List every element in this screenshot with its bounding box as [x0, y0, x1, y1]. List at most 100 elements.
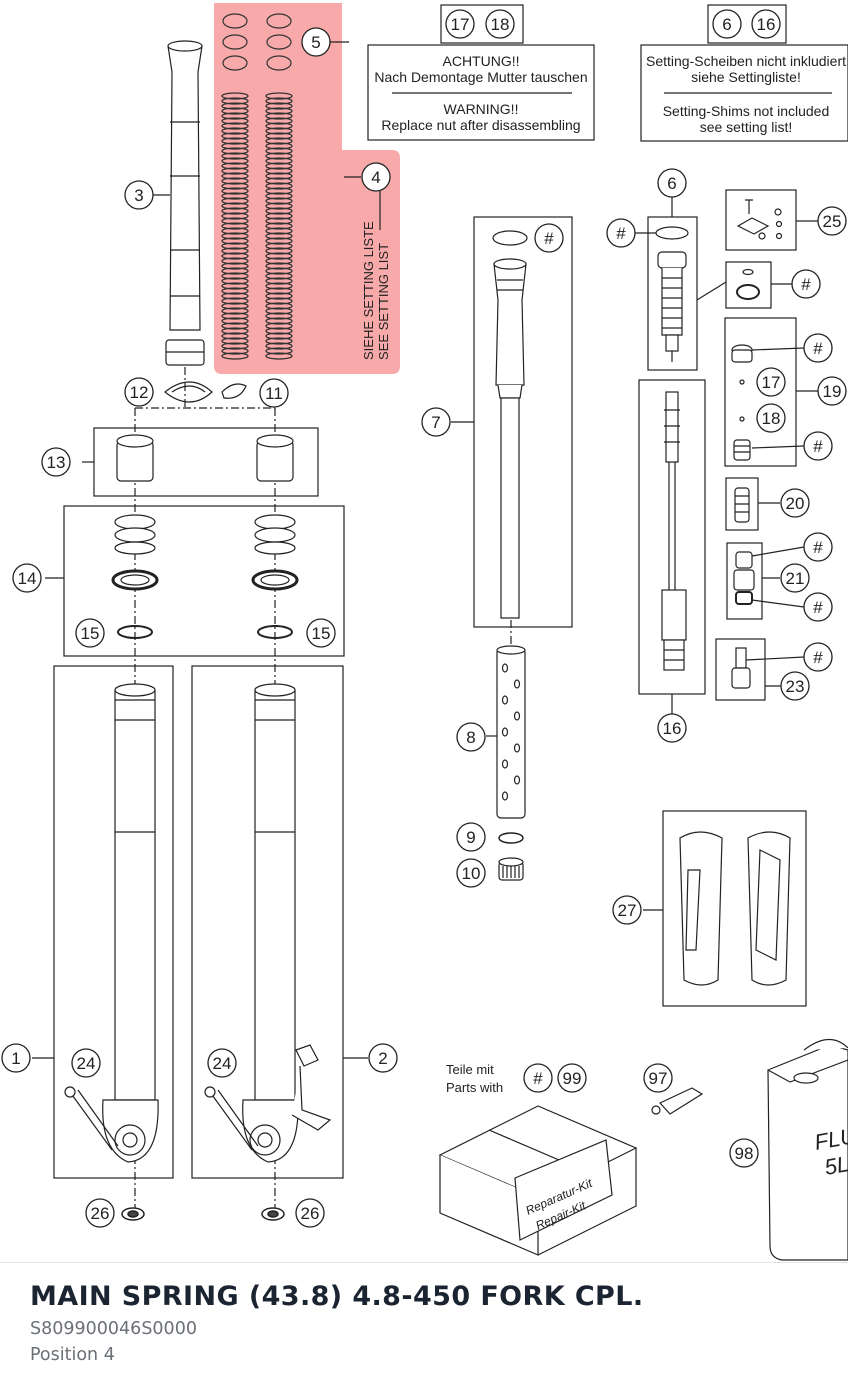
part-3-outer-tube	[165, 40, 205, 366]
callout-c19: 19	[817, 376, 847, 406]
part-14-box	[63, 505, 345, 657]
callout-c25: 25	[817, 206, 847, 236]
callout-17-18-box	[440, 4, 524, 44]
oring-box	[725, 261, 772, 309]
svg-text:Replace nut after disassemblin: Replace nut after disassembling	[381, 117, 580, 133]
part-info-footer: MAIN SPRING (43.8) 4.8-450 FORK CPL. S80…	[30, 1278, 830, 1368]
part-98-fluid-can	[767, 1038, 848, 1261]
warning-note-box: ACHTUNG!! Nach Demontage Mutter tauschen…	[367, 44, 595, 141]
svg-text:#: #	[813, 437, 823, 456]
callout-c23: 23	[780, 671, 810, 701]
svg-text:#: #	[533, 1069, 543, 1088]
svg-text:6: 6	[722, 15, 731, 34]
svg-text:19: 19	[823, 382, 842, 401]
svg-text:#: #	[616, 224, 626, 243]
svg-text:13: 13	[47, 453, 66, 472]
part-20-spring	[734, 487, 750, 523]
part-15-orings	[117, 625, 293, 639]
part-16-damper-rod	[661, 391, 687, 671]
part-10-nut	[498, 857, 524, 881]
svg-text:24: 24	[77, 1054, 96, 1073]
svg-text:WARNING!!: WARNING!!	[444, 101, 519, 117]
svg-text:98: 98	[735, 1144, 754, 1163]
part-1-box	[53, 665, 174, 1179]
svg-text:14: 14	[18, 569, 37, 588]
callout-c8: 8	[456, 722, 486, 752]
part-number: S809900046S0000	[30, 1319, 197, 1339]
svg-text:#: #	[801, 275, 811, 294]
svg-text:#: #	[813, 538, 823, 557]
svg-text:SEE SETTING LIST: SEE SETTING LIST	[376, 243, 391, 360]
callout-c98: 98	[729, 1138, 759, 1168]
callout-c5: 5	[301, 27, 331, 57]
part-19-parts	[731, 344, 753, 461]
callout-c16: 16	[751, 9, 781, 39]
callout-c20: 20	[780, 488, 810, 518]
exploded-fork-diagram: SIEHE SETTING LISTE SEE SETTING LIST	[1, 3, 848, 1261]
callout-c14: 14	[12, 563, 42, 593]
callout-c24: 24	[207, 1048, 237, 1078]
callout-c3: 3	[124, 180, 154, 210]
callout-c27: 27	[612, 895, 642, 925]
part-8-holes	[501, 663, 521, 801]
setting-note-box: Setting-Scheiben nicht inkludiert siehe …	[640, 44, 848, 142]
svg-text:15: 15	[81, 624, 100, 643]
callout-hash: #	[803, 532, 833, 562]
svg-text:6: 6	[667, 174, 676, 193]
part-6-valve	[655, 226, 689, 362]
callout-c15: 15	[75, 618, 105, 648]
svg-text:7: 7	[431, 413, 440, 432]
svg-text:see setting list!: see setting list!	[700, 119, 793, 135]
svg-text:8: 8	[466, 728, 475, 747]
svg-text:#: #	[813, 598, 823, 617]
callout-c1: 1	[1, 1043, 31, 1073]
part-11-clip	[221, 383, 247, 399]
callout-hash: #	[803, 333, 833, 363]
callout-hash: #	[803, 431, 833, 461]
svg-text:26: 26	[91, 1204, 110, 1223]
callout-hash: #	[803, 592, 833, 622]
part-4-main-springs	[221, 92, 293, 360]
svg-text:Setting-Shims not included: Setting-Shims not included	[663, 103, 830, 119]
part-14-seals	[111, 514, 299, 591]
callout-c26: 26	[85, 1198, 115, 1228]
part-23-valve	[731, 647, 751, 689]
svg-text:16: 16	[663, 719, 682, 738]
part-title: MAIN SPRING (43.8) 4.8-450 FORK CPL.	[30, 1281, 644, 1312]
part-21-valve	[733, 551, 755, 605]
setting-list-note: SIEHE SETTING LISTE SEE SETTING LIST	[361, 188, 391, 360]
svg-text:18: 18	[491, 15, 510, 34]
callout-c6: 6	[657, 168, 687, 198]
part-23-box	[715, 638, 766, 701]
callout-c16: 16	[657, 713, 687, 743]
part-25-parts	[736, 199, 783, 240]
part-26-caps	[121, 1207, 285, 1221]
callout-c24: 24	[71, 1048, 101, 1078]
svg-text:10: 10	[462, 864, 481, 883]
svg-text:2: 2	[378, 1049, 387, 1068]
svg-text:Setting-Scheiben nicht inkludi: Setting-Scheiben nicht inkludiert	[646, 53, 846, 69]
part-5-orings	[222, 13, 292, 71]
svg-text:11: 11	[265, 384, 283, 403]
callout-hash: #	[534, 223, 564, 253]
callout-c99: 99	[557, 1063, 587, 1093]
svg-text:18: 18	[762, 409, 781, 428]
part-13-bushings	[116, 434, 294, 482]
svg-text:#: #	[813, 648, 823, 667]
svg-text:15: 15	[312, 624, 331, 643]
svg-text:Teile mit: Teile mit	[446, 1062, 494, 1077]
footer-divider	[0, 1262, 848, 1263]
svg-text:#: #	[544, 229, 554, 248]
svg-text:27: 27	[618, 901, 637, 920]
callout-c26: 26	[295, 1198, 325, 1228]
svg-text:99: 99	[563, 1069, 582, 1088]
callout-c9: 9	[456, 822, 486, 852]
callout-c17: 17	[445, 9, 475, 39]
callout-c7: 7	[421, 407, 451, 437]
callout-c10: 10	[456, 858, 486, 888]
position-4-highlight	[214, 3, 400, 374]
svg-text:SIEHE SETTING LISTE: SIEHE SETTING LISTE	[361, 221, 376, 360]
svg-text:23: 23	[786, 677, 805, 696]
part-7-cartridge	[492, 230, 528, 619]
